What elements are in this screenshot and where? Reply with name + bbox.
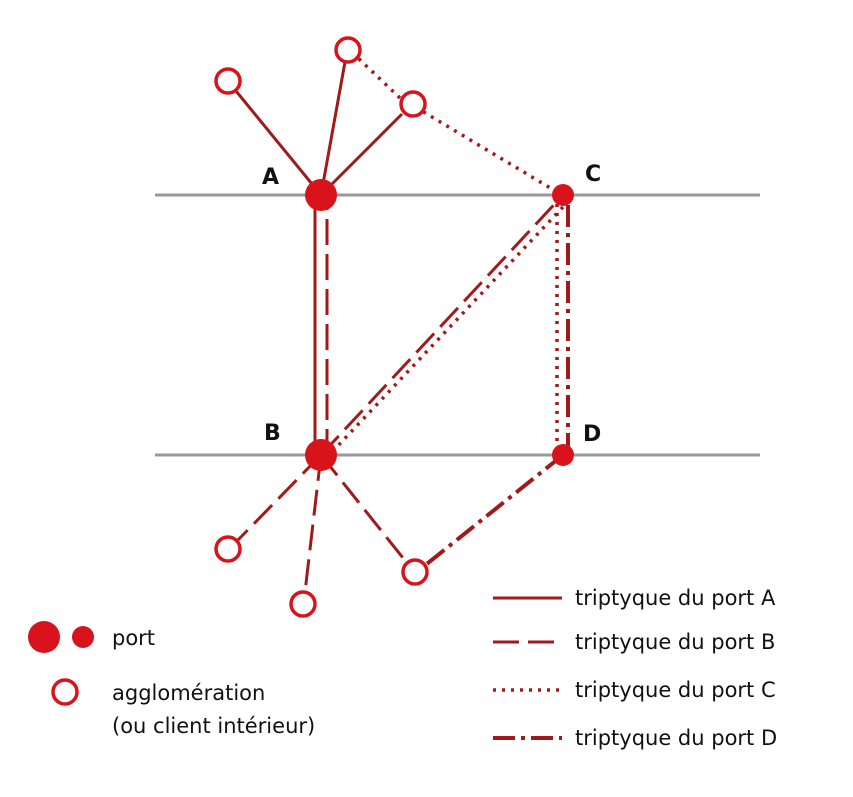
legend-triptych-d: triptyque du port D <box>493 726 777 750</box>
legend-agglomeration-icon <box>51 678 79 706</box>
c-to-agglomeration-1 <box>421 109 558 194</box>
triptych-d-links <box>421 195 570 569</box>
a-to-agglomeration-3 <box>319 112 404 197</box>
legend-agglomeration: agglomération (ou client intérieur) <box>51 678 315 738</box>
port-a <box>305 179 337 211</box>
legend-port-label: port <box>112 626 155 650</box>
ports <box>305 179 574 471</box>
b-to-agglomeration-left <box>236 453 323 542</box>
b-to-agglomeration-bottom <box>303 454 323 593</box>
triptych-c-links <box>331 56 565 455</box>
legend-triptych-a: triptyque du port A <box>493 586 776 610</box>
legend-agglomeration-label-1: agglomération <box>112 681 265 705</box>
agglomeration-node <box>399 90 427 118</box>
d-to-agglomeration <box>421 453 565 569</box>
agglomeration-node <box>334 36 362 64</box>
port-c <box>552 184 574 206</box>
triptych-a-links <box>234 61 404 455</box>
agglomeration-node <box>401 558 429 586</box>
c-to-b-dotted <box>331 205 565 453</box>
b-to-c-dashed <box>319 193 565 457</box>
port-b <box>305 439 337 471</box>
legend-triptych-c-label: triptyque du port C <box>575 678 776 702</box>
label-a: A <box>262 165 279 190</box>
legend-triptych-c: triptyque du port C <box>493 678 776 702</box>
legend-triptych-a-label: triptyque du port A <box>575 586 776 610</box>
legend-triptych-d-label: triptyque du port D <box>575 726 777 750</box>
port-d <box>552 444 574 466</box>
agglomeration-node <box>214 67 242 95</box>
agglomeration-node <box>214 535 242 563</box>
a-to-agglomeration-1 <box>234 90 323 196</box>
triptych-b-links <box>236 193 565 593</box>
legend-triptych-b-label: triptyque du port B <box>575 630 775 654</box>
b-to-agglomeration-right <box>319 454 409 564</box>
legend-agglomeration-label-2: (ou client intérieur) <box>112 714 315 738</box>
label-d: D <box>583 422 601 447</box>
label-c: C <box>585 162 601 187</box>
c-to-agglomeration-2 <box>356 56 402 100</box>
agglomeration-node <box>289 590 317 618</box>
legend-port-small-icon <box>72 626 94 648</box>
legend-triptych-b: triptyque du port B <box>493 630 775 654</box>
legend-port-large-icon <box>28 621 60 653</box>
agglomerations <box>214 36 429 618</box>
label-b: B <box>264 421 281 446</box>
a-to-agglomeration-2 <box>319 61 347 196</box>
legend-port: port <box>28 621 155 653</box>
